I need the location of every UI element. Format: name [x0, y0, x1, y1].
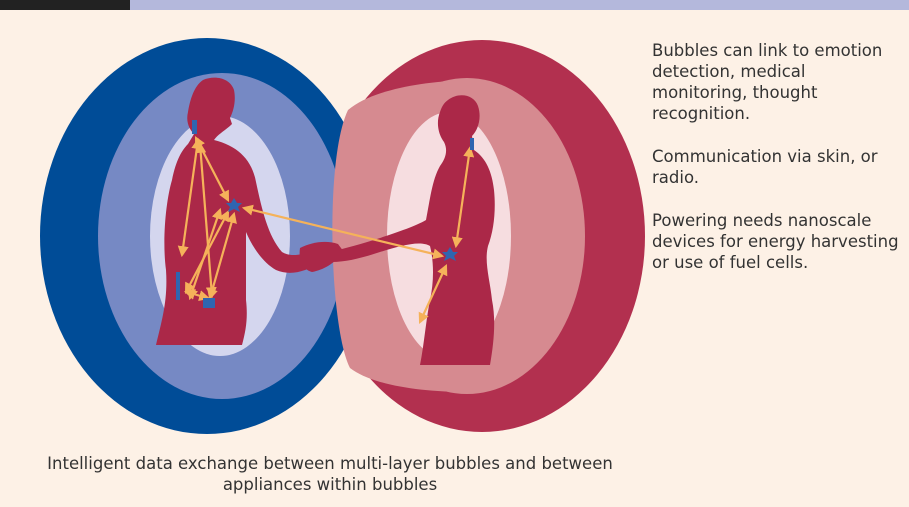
diagram-caption: Intelligent data exchange between multi-…	[20, 453, 640, 495]
device-bar-icon	[470, 138, 474, 150]
side-notes: Bubbles can link to emotion detection, m…	[652, 40, 902, 295]
note-communication: Communication via skin, or radio.	[652, 146, 902, 188]
note-emotion: Bubbles can link to emotion detection, m…	[652, 40, 902, 124]
device-bar-icon	[176, 272, 180, 300]
note-powering: Powering needs nanoscale devices for ene…	[652, 210, 902, 273]
device-square-icon	[203, 298, 215, 308]
device-bar-icon	[192, 120, 197, 134]
